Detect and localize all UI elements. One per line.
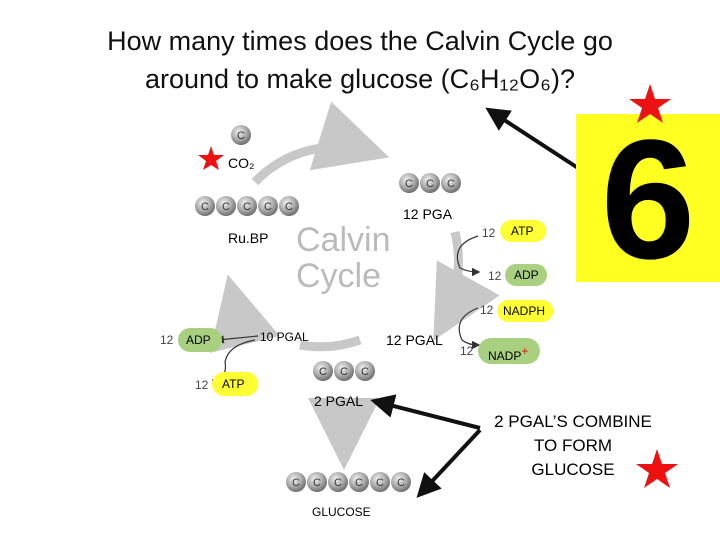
cycle-arrow-bottom	[299, 335, 362, 352]
pointer-arrow-to-glucose	[416, 428, 482, 498]
side-count-adp: 12	[488, 269, 502, 283]
regen-molecule-atp: ATP	[222, 377, 245, 391]
co2-carbon-ball	[231, 125, 251, 145]
pill-adp-1	[505, 264, 547, 286]
co2-carbon-letter: C	[237, 130, 245, 142]
pill-atp-2	[212, 372, 258, 396]
star-icon-co2	[198, 146, 224, 170]
rubp-carbon-letter: C	[264, 201, 272, 213]
title-line-2: around to make glucose (C₆H₁₂O₆)?	[144, 64, 576, 94]
rubp-carbon-letter: C	[243, 201, 251, 213]
rubp-carbon-letter: C	[201, 201, 209, 213]
glucose-carbon-ball	[370, 472, 390, 492]
regen-count-atp: 12	[195, 378, 209, 392]
rubp-label: Ru.BP	[228, 230, 269, 246]
cycle-center-label: Calvin Cycle	[296, 222, 390, 294]
cycle-arrow-top	[251, 101, 390, 186]
glucose-carbon-letter: C	[397, 477, 405, 489]
rubp-carbon-letter: C	[222, 201, 230, 213]
pgal-carbon-ball	[334, 361, 354, 381]
glucose-carbon-letter: C	[334, 477, 342, 489]
pill-nadp	[478, 338, 540, 364]
pga-carbon-ball	[399, 173, 419, 193]
pgal-2-label: 2 PGAL	[314, 393, 364, 409]
answer-number: 6	[601, 105, 696, 295]
rubp-carbon-ball	[258, 196, 278, 216]
side-molecule-adp: ADP	[514, 268, 539, 282]
pgal-10-label: 10 PGAL	[260, 330, 309, 344]
annotation-line-2: TO FORM	[533, 436, 613, 455]
co2-label: CO₂	[228, 155, 255, 171]
side-molecule-nadp: NADP+	[488, 344, 528, 363]
side-count-nadp: 12	[460, 344, 474, 358]
glucose-carbon-ball	[286, 472, 306, 492]
glucose-carbon-ball	[391, 472, 411, 492]
annotation-line-1: 2 PGAL’S COMBINE	[494, 412, 652, 431]
cycle-center-line-1: Calvin	[296, 221, 391, 259]
side-count-nadph: 12	[480, 303, 494, 317]
annotation-line-3: GLUCOSE	[531, 460, 615, 479]
pga-carbon-letter: C	[405, 178, 413, 190]
pointer-arrow-to-pgal	[370, 394, 481, 430]
glucose-label: GLUCOSE	[312, 505, 371, 519]
cycle-arrow-left	[209, 274, 280, 353]
side-count-atp: 12	[482, 226, 496, 240]
regen-molecule-adp: ADP	[186, 333, 211, 347]
regen-count-adp: 12	[160, 333, 174, 347]
glucose-carbon-letter: C	[313, 477, 321, 489]
nadp-superscript: +	[521, 344, 529, 358]
pga-carbon-ball	[420, 173, 440, 193]
nadp-text: NADP	[488, 349, 522, 363]
combine-annotation: 2 PGAL’S COMBINE TO FORM GLUCOSE	[478, 410, 668, 482]
rubp-carbon-ball	[237, 196, 257, 216]
side-molecule-nadph: NADPH	[503, 304, 546, 318]
pga-carbon-letter: C	[426, 178, 434, 190]
pointer-arrow-to-title	[485, 107, 580, 170]
pgal-carbon-letter: C	[319, 366, 327, 378]
pga-carbon-letter: C	[447, 178, 455, 190]
side-molecule-atp: ATP	[511, 224, 534, 238]
atp-side-arrow	[456, 235, 481, 277]
rubp-carbon-ball	[279, 196, 299, 216]
pill-atp-1	[500, 220, 546, 242]
answer-card	[576, 114, 720, 282]
regen-to-adp-arrow	[215, 335, 259, 344]
title-line-1: How many times does the Calvin Cycle go	[107, 26, 613, 56]
pill-adp-2	[178, 328, 222, 352]
carbon-balls-layer: C C C C C C C C C C C C C C C C C C	[195, 125, 461, 492]
rubp-carbon-ball	[195, 196, 215, 216]
glucose-carbon-letter: C	[355, 477, 363, 489]
cycle-center-line-2: Cycle	[296, 257, 382, 295]
pgal-carbon-letter: C	[340, 366, 348, 378]
pgal-12-label: 12 PGAL	[386, 332, 443, 348]
glucose-carbon-letter: C	[376, 477, 384, 489]
pgal-carbon-ball	[313, 361, 333, 381]
pill-group	[178, 220, 553, 396]
rubp-carbon-letter: C	[285, 201, 293, 213]
slide-title: How many times does the Calvin Cycle go …	[0, 22, 720, 98]
pill-nadph	[497, 300, 553, 322]
rubp-carbon-ball	[216, 196, 236, 216]
pga-carbon-ball	[441, 173, 461, 193]
star-icon-title	[629, 84, 671, 123]
pgal-carbon-ball	[355, 361, 375, 381]
glucose-carbon-ball	[307, 472, 327, 492]
glucose-carbon-ball	[328, 472, 348, 492]
glucose-carbon-ball	[349, 472, 369, 492]
nadph-side-arrow	[458, 307, 481, 350]
star-icon-glucose	[636, 449, 678, 488]
pga-label: 12 PGA	[403, 206, 453, 222]
pgal-carbon-letter: C	[361, 366, 369, 378]
cycle-arrow-right	[433, 230, 500, 341]
glucose-carbon-letter: C	[292, 477, 300, 489]
